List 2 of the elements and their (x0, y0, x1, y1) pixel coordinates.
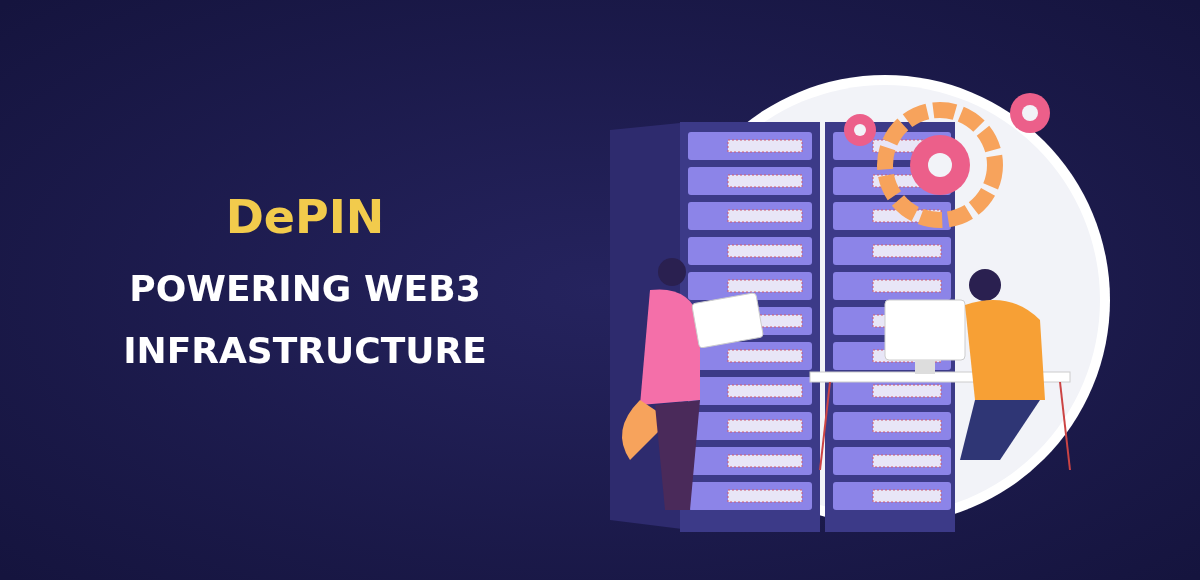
title: DePIN (224, 190, 386, 244)
subtitle: POWERING WEB3 INFRASTRUCTURE (122, 267, 488, 373)
